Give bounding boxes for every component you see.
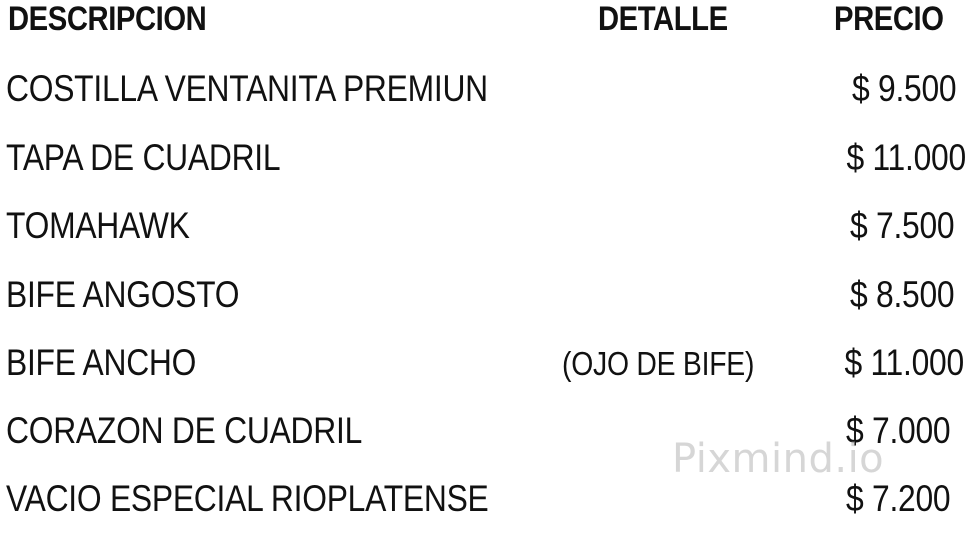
header-row: DESCRIPCION DETALLE PRECIO bbox=[0, 2, 968, 62]
table-row: TAPA DE CUADRIL $ 11.000 bbox=[0, 139, 968, 199]
item-description: TOMAHAWK bbox=[6, 205, 190, 246]
price-list: DESCRIPCION DETALLE PRECIO COSTILLA VENT… bbox=[0, 2, 968, 517]
watermark: Pixmind.io bbox=[672, 436, 885, 482]
header-detail: DETALLE bbox=[598, 0, 728, 38]
header-price: PRECIO bbox=[834, 0, 944, 38]
table-row: CORAZON DE CUADRIL $ 7.000 bbox=[0, 412, 968, 472]
table-row: VACIO ESPECIAL RIOPLATENSE $ 7.200 bbox=[0, 480, 968, 540]
item-price: $ 9.500 bbox=[851, 68, 957, 109]
item-price: $ 8.500 bbox=[849, 274, 955, 315]
item-description: BIFE ANGOSTO bbox=[6, 274, 240, 315]
item-description: TAPA DE CUADRIL bbox=[6, 137, 281, 178]
table-row: BIFE ANGOSTO $ 8.500 bbox=[0, 276, 968, 336]
item-description: BIFE ANCHO bbox=[6, 342, 197, 383]
table-row: BIFE ANCHO (OJO DE BIFE) $ 11.000 bbox=[0, 344, 968, 404]
item-detail: (OJO DE BIFE) bbox=[562, 345, 755, 382]
item-price: $ 11.000 bbox=[844, 342, 965, 383]
item-price: $ 7.200 bbox=[845, 478, 951, 519]
item-price: $ 11.000 bbox=[846, 137, 967, 178]
header-description: DESCRIPCION bbox=[8, 0, 207, 38]
table-row: TOMAHAWK $ 7.500 bbox=[0, 207, 968, 267]
item-description: COSTILLA VENTANITA PREMIUN bbox=[6, 68, 488, 109]
table-row: COSTILLA VENTANITA PREMIUN $ 9.500 bbox=[0, 70, 968, 130]
item-description: VACIO ESPECIAL RIOPLATENSE bbox=[6, 478, 489, 519]
item-price: $ 7.000 bbox=[845, 410, 951, 451]
item-description: CORAZON DE CUADRIL bbox=[6, 410, 363, 451]
item-price: $ 7.500 bbox=[849, 205, 955, 246]
